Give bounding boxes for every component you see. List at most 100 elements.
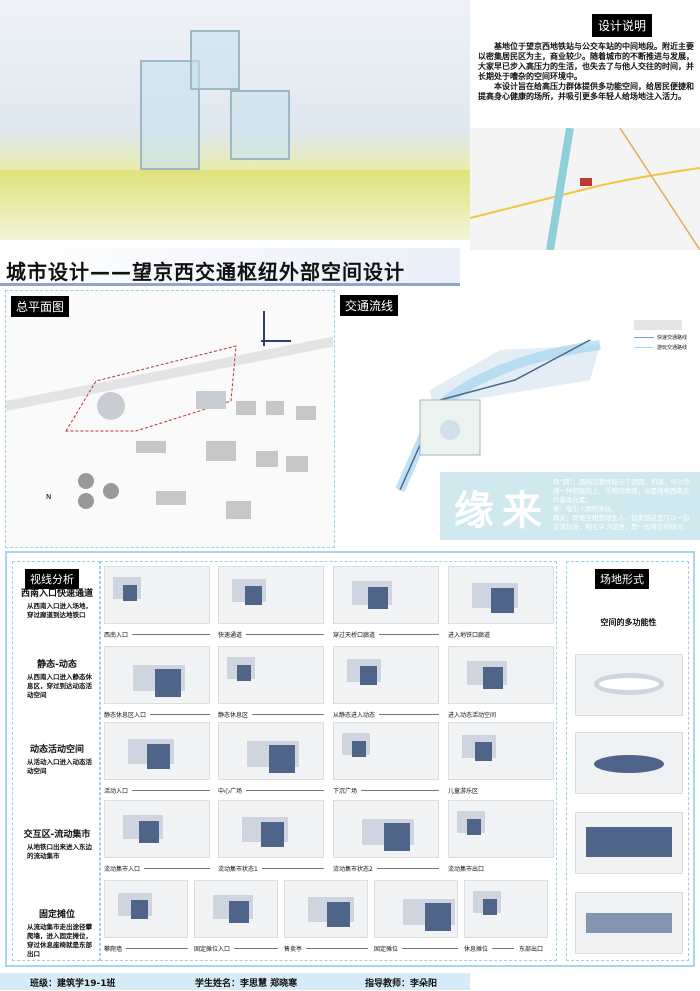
- caption-text: 休息摊位: [464, 946, 489, 953]
- title-band: 城市设计——望京西交通枢纽外部空间设计: [0, 248, 460, 286]
- view-render: [333, 646, 439, 704]
- site-form-label: 场地形式: [595, 569, 649, 589]
- class-info: 班级：建筑学19-1班: [30, 979, 116, 989]
- caption-text: 西南入口: [104, 632, 129, 639]
- view-caption: 进入动态活动空间: [448, 710, 554, 719]
- caption-text: 进入动态活动空间: [448, 712, 497, 719]
- legend-item: 游玩交通路线: [634, 344, 687, 351]
- view-render: [104, 646, 210, 704]
- caption-text: 静态休息区入口: [104, 712, 147, 719]
- view-render: [104, 722, 210, 780]
- caption-text: 进入地铁口廊道: [448, 632, 491, 639]
- group-subtitle: 从地铁口出来进入东边的流动集市: [27, 843, 92, 860]
- view-caption: 固定摊位: [374, 944, 458, 953]
- location-map: [470, 128, 700, 250]
- concept-line: 来：吸引人群的来往。: [553, 505, 618, 513]
- view-render: [104, 566, 210, 624]
- traffic-flow-diagram: 交通流线 快速交通路线 游玩交通路线: [340, 290, 700, 548]
- view-caption: 流动集市出口: [448, 864, 554, 873]
- caption-line: [150, 714, 210, 715]
- hero-rendering: [0, 0, 470, 240]
- caption-line: [132, 634, 210, 635]
- view-caption: 流动集市状态2: [333, 864, 439, 873]
- view-caption: 活动入口: [104, 786, 210, 795]
- view-caption: 售卖亭: [284, 944, 368, 953]
- concept-line: 缘“圆”：圆的完整性暗示了团圆、和谐，可以传递一种积极向上、乐观的情感，也是场地…: [553, 478, 690, 504]
- caption-text: 固定摊位: [374, 946, 399, 953]
- group-title: 静态-动态: [37, 660, 77, 670]
- site-form-column: 场地形式 空间的多功能性: [566, 561, 689, 961]
- caption-text: 流动集市出口: [448, 866, 485, 873]
- caption-text: 儿童游乐区: [448, 788, 479, 795]
- caption-line: [234, 948, 278, 949]
- caption-text: 中心广场: [218, 788, 243, 795]
- group-subtitle: 从流动集市走出途径攀爬墙，进入固定摊位，穿过休息座椅就是东部出口: [27, 923, 92, 958]
- view-caption: 下沉广场: [333, 786, 439, 795]
- site-plan-label: 总平面图: [11, 296, 70, 317]
- group-title: 西南入口快速通道: [20, 589, 93, 599]
- view-caption: 静态休息区: [218, 710, 324, 719]
- view-caption: 快速通道: [218, 630, 324, 639]
- view-caption: 从静态进入动态: [333, 710, 439, 719]
- legend-item: 快速交通路线: [634, 334, 687, 341]
- view-grid: 西南入口 快速通道 穿过天桥口廊道 进入地铁口廊道静态休息区入口 静态休息区 从静态进入动…: [100, 561, 557, 961]
- page-title: 城市设计——望京西交通枢纽外部空间设计: [6, 260, 405, 284]
- caption-text: 流动集市状态2: [333, 866, 373, 873]
- group-title: 交互区-流动集市: [23, 830, 91, 840]
- view-render: [104, 800, 210, 858]
- view-render: [464, 880, 548, 938]
- view-render: [333, 800, 439, 858]
- site-form-subtitle: 空间的多功能性: [600, 618, 657, 627]
- view-caption: 流动集市状态1: [218, 864, 324, 873]
- view-caption: 东部出口: [519, 944, 551, 953]
- view-render: [333, 566, 439, 624]
- view-render: [218, 722, 324, 780]
- site-form-image: [575, 812, 683, 874]
- view-caption: 西南入口: [104, 630, 210, 639]
- caption-text: 静态休息区: [218, 712, 249, 719]
- design-description: 基地位于望京西地铁站与公交车站的中间地段。附近主要以密集居民区为主，商业较少。随…: [478, 42, 696, 102]
- caption-line: [246, 634, 324, 635]
- north-label: N: [46, 493, 51, 501]
- caption-text: 流动集市状态1: [218, 866, 258, 873]
- view-render: [448, 566, 554, 624]
- caption-line: [261, 868, 324, 869]
- caption-text: 流动集市入口: [104, 866, 141, 873]
- legend-box: [634, 320, 682, 330]
- caption-line: [379, 634, 439, 635]
- view-caption: 攀爬墙: [104, 944, 188, 953]
- caption-line: [132, 790, 210, 791]
- concept-heading: 缘来: [454, 488, 550, 534]
- sight-analysis-section: [5, 551, 695, 967]
- view-render: [448, 722, 554, 780]
- site-plan: 总平面图 N: [5, 290, 335, 548]
- caption-text: 从静态进入动态: [333, 712, 376, 719]
- group-title: 动态活动空间: [29, 745, 84, 755]
- caption-text: 攀爬墙: [104, 946, 123, 953]
- sight-analysis-label: 视线分析: [25, 569, 79, 589]
- caption-text: 穿过天桥口廊道: [333, 632, 376, 639]
- caption-line: [402, 948, 458, 949]
- view-caption: 中心广场: [218, 786, 324, 795]
- caption-text: 东部出口: [519, 946, 544, 953]
- view-caption: 穿过天桥口廊道: [333, 630, 439, 639]
- view-caption: 儿童游乐区: [448, 786, 554, 795]
- site-form-image: [575, 654, 683, 716]
- teacher-name: 指导教师：李朵阳: [365, 979, 438, 989]
- caption-line: [252, 714, 324, 715]
- view-caption: 固定摊位入口: [194, 944, 278, 953]
- description-paragraph: 基地位于望京西地铁站与公交车站的中间地段。附近主要以密集居民区为主，商业较少。随…: [478, 42, 694, 81]
- caption-line: [246, 790, 324, 791]
- group-subtitle: 从西南入口进入静态休息区，穿过到达动态活动空间: [27, 673, 92, 699]
- student-names: 学生姓名：李思慧 郑晓寒: [195, 979, 298, 989]
- view-render: [333, 722, 439, 780]
- caption-line: [492, 948, 514, 949]
- description-paragraph: 本设计旨在给高压力群体提供多功能空间，给居民便捷和提高身心健康的场所，并吸引更多…: [478, 82, 694, 101]
- caption-text: 固定摊位入口: [194, 946, 231, 953]
- view-render: [284, 880, 368, 938]
- caption-line: [361, 790, 439, 791]
- view-render: [448, 646, 554, 704]
- view-render: [104, 880, 188, 938]
- view-caption: 流动集市入口: [104, 864, 210, 873]
- view-render: [218, 800, 324, 858]
